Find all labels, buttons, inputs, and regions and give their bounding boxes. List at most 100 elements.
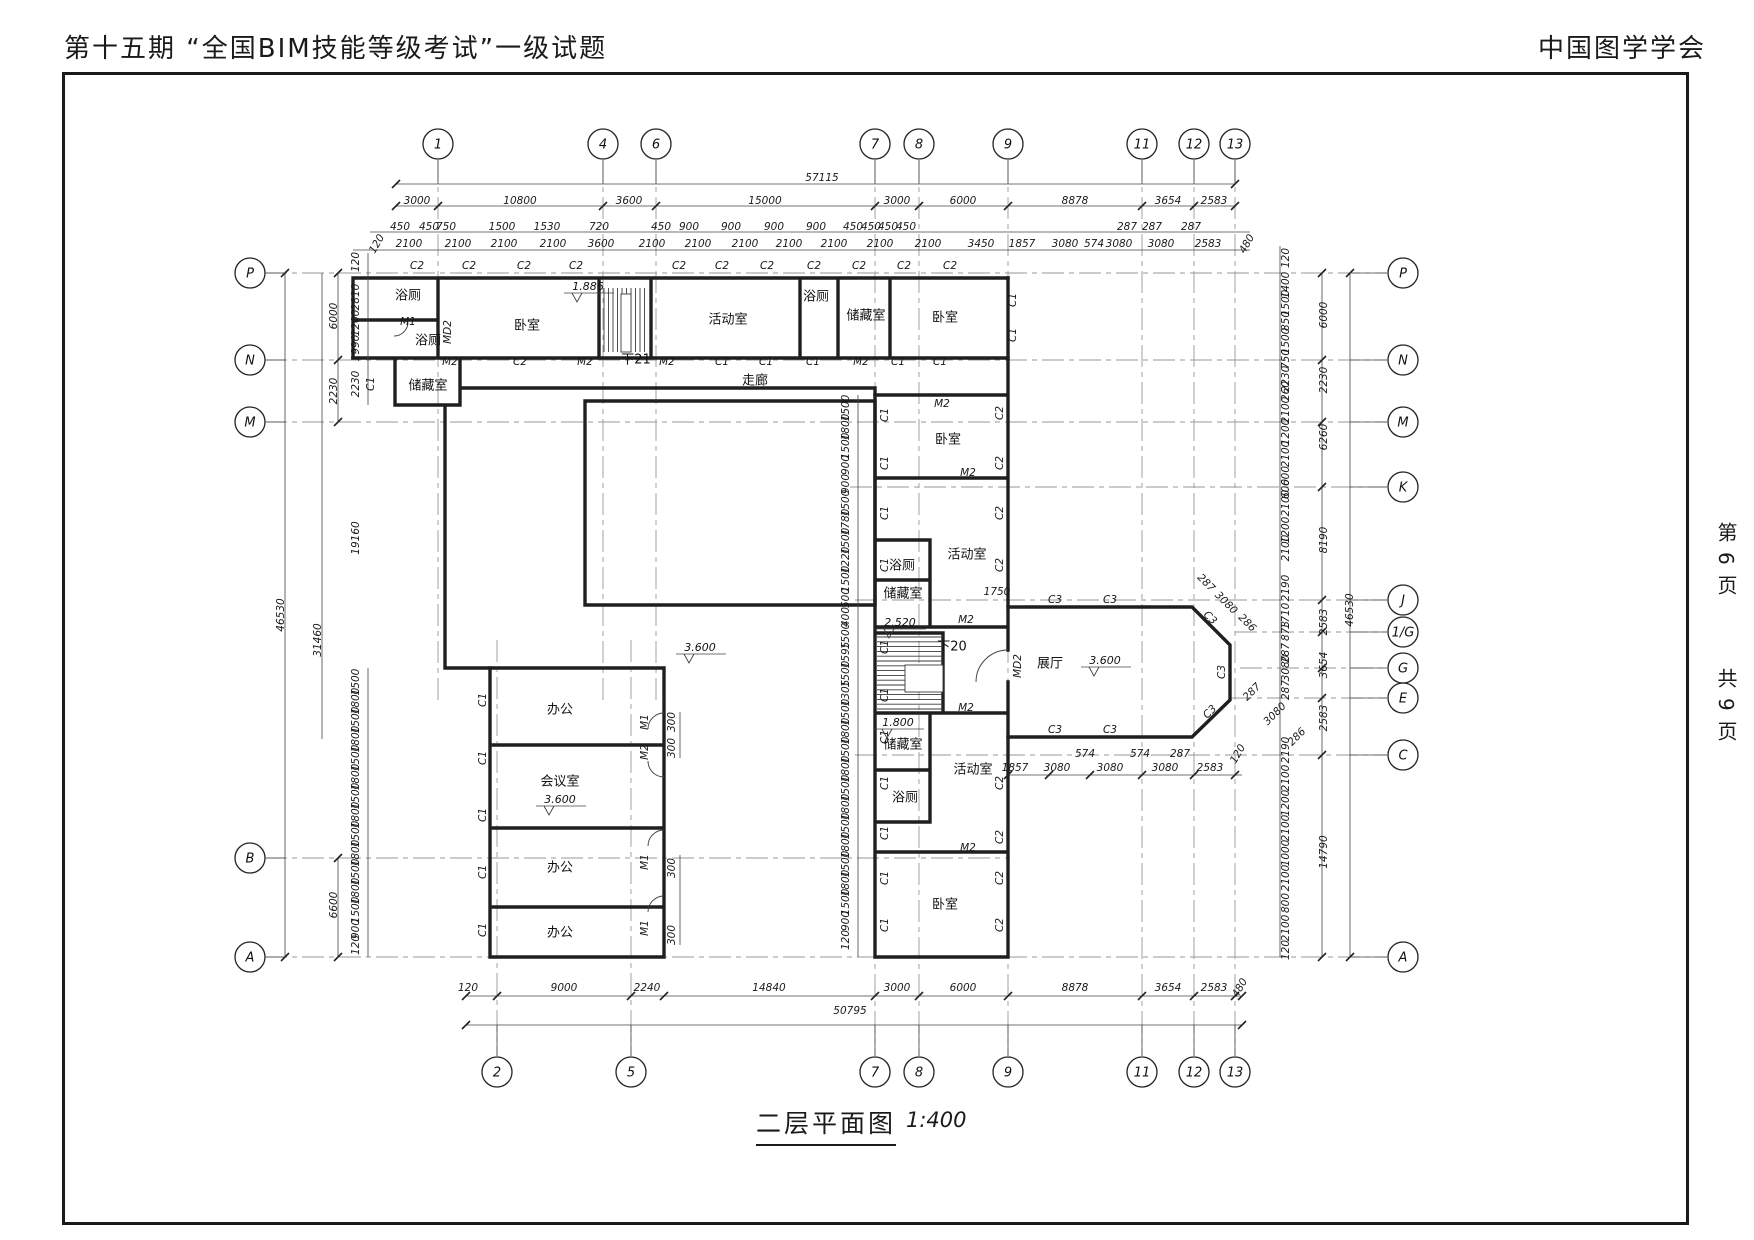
grid-label-M: M: [1397, 416, 1408, 431]
grid-bubble-N: [234, 344, 266, 376]
grid-label-5: 5: [627, 1066, 635, 1081]
grid-label-M: M: [244, 416, 255, 431]
grid-label-8: 8: [915, 1066, 923, 1081]
dim-text: 3000: [884, 982, 911, 994]
dim-text: 2100: [685, 238, 712, 250]
opening-tag-C2: C2: [517, 260, 531, 272]
dimension-tick: [1317, 355, 1327, 365]
dimension-tick: [1230, 201, 1240, 211]
dim-text: 800: [1280, 893, 1292, 913]
dim-text: 3080: [1152, 762, 1179, 774]
dim-text: 2100: [1280, 864, 1292, 891]
grid-bubble-A: [234, 941, 266, 973]
dim-text: 2100: [776, 238, 803, 250]
dim-text: 900: [721, 221, 741, 233]
dim-text: 2230: [350, 370, 362, 397]
dimension-tick: [1003, 991, 1013, 1001]
dim-text: 15000: [748, 195, 782, 207]
dim-text: 2100: [445, 238, 472, 250]
dim-text: 1500: [840, 850, 852, 877]
dimension-tick: [333, 417, 343, 427]
opening-tag-C2: C2: [994, 406, 1006, 420]
dim-text: 2230: [328, 377, 340, 404]
dim-text: 1800: [350, 725, 362, 752]
dim-text: 1800: [840, 717, 852, 744]
dim-text: 1500: [350, 706, 362, 733]
dim-text: 900: [840, 911, 852, 931]
grid-bubble-J: [1387, 584, 1419, 616]
dim-text: 1800: [350, 763, 362, 790]
opening-tag-C3: C3: [1103, 594, 1117, 606]
dim-text: 450: [390, 221, 410, 233]
dim-text: 574: [1084, 238, 1104, 250]
dim-text: 287: [1117, 221, 1137, 233]
dimension-tick: [1085, 770, 1095, 780]
opening-tag-M1: M1: [639, 714, 651, 730]
dim-text: 6260: [1318, 423, 1330, 450]
dim-text: 300: [666, 738, 678, 758]
dim-text: 1800: [350, 839, 362, 866]
dim-text: 3080: [1261, 700, 1289, 728]
opening-tag-C1: C1: [806, 356, 820, 368]
dim-text: 2230: [1318, 366, 1330, 393]
dim-text: 900: [806, 221, 826, 233]
opening-tag-C1: C1: [477, 808, 489, 822]
dim-text: 2583: [1197, 762, 1224, 774]
grid-label-9: 9: [1004, 138, 1012, 153]
opening-tag-C1: C1: [879, 456, 891, 470]
grid-label-C: C: [1398, 749, 1408, 764]
dim-text: 1800: [840, 793, 852, 820]
dim-text: 3654: [1155, 982, 1182, 994]
dim-text: 260: [1280, 381, 1292, 401]
dimension-lines: [280, 179, 1355, 1030]
dim-text: 6000: [328, 302, 340, 329]
opening-tag-C3: C3: [1201, 703, 1219, 721]
opening-tag-C2: C2: [943, 260, 957, 272]
dim-text: 19160: [350, 521, 362, 555]
dim-text: 873: [1280, 621, 1292, 641]
dim-text: 1500: [350, 858, 362, 885]
dim-text: 3654: [1155, 195, 1182, 207]
dimension-tick: [1317, 750, 1327, 760]
dim-text: 2190: [1280, 736, 1292, 763]
dim-text: 287: [1181, 221, 1201, 233]
dim-text: 3080: [1280, 654, 1292, 681]
level-marker-value: 3.600: [544, 793, 576, 806]
dim-text: 900: [679, 221, 699, 233]
dim-text: 2100: [1280, 764, 1292, 791]
level-marker-triangle: [571, 292, 583, 303]
exam-title: 第十五期 “全国BIM技能等级考试”一级试题: [64, 34, 608, 64]
grid-bubble-C: [1387, 739, 1419, 771]
dimension-tick: [598, 201, 608, 211]
opening-tag-C2: C2: [513, 356, 527, 368]
dim-text: 600: [1280, 466, 1292, 486]
dim-text: 1500: [350, 744, 362, 771]
dim-text: 3450: [968, 238, 995, 250]
dimension-tick: [1189, 991, 1199, 1001]
dim-text: 300: [666, 925, 678, 945]
dim-text: 1595: [840, 641, 852, 668]
grid-label-12: 12: [1186, 138, 1203, 153]
dimension-tick: [1230, 991, 1240, 1001]
dim-text: 1800: [350, 801, 362, 828]
opening-tag-C1: C1: [477, 693, 489, 707]
dim-text: 750: [436, 221, 456, 233]
dim-text: 14790: [1318, 835, 1330, 869]
dim-text: 300: [666, 858, 678, 878]
opening-tag-C1: C1: [879, 688, 891, 702]
grid-label-E: E: [1399, 692, 1408, 707]
opening-tag-M2: M2: [960, 467, 976, 479]
grid-label-7: 7: [871, 138, 880, 153]
level-marker-value: 2.520: [884, 616, 916, 629]
room-label: 储藏室: [883, 586, 922, 602]
dim-text: 750: [1280, 349, 1292, 369]
dim-text: 3080: [1044, 762, 1071, 774]
grid-bubble-9: [992, 1056, 1024, 1088]
dim-text: 2100: [639, 238, 666, 250]
dim-text: 3654: [1318, 652, 1330, 679]
dim-text: 3080: [1148, 238, 1175, 250]
dim-text: 1500: [840, 565, 852, 592]
room-label: 储藏室: [846, 308, 885, 324]
dim-text: 10800: [503, 195, 537, 207]
dimension-tick: [461, 1020, 471, 1030]
